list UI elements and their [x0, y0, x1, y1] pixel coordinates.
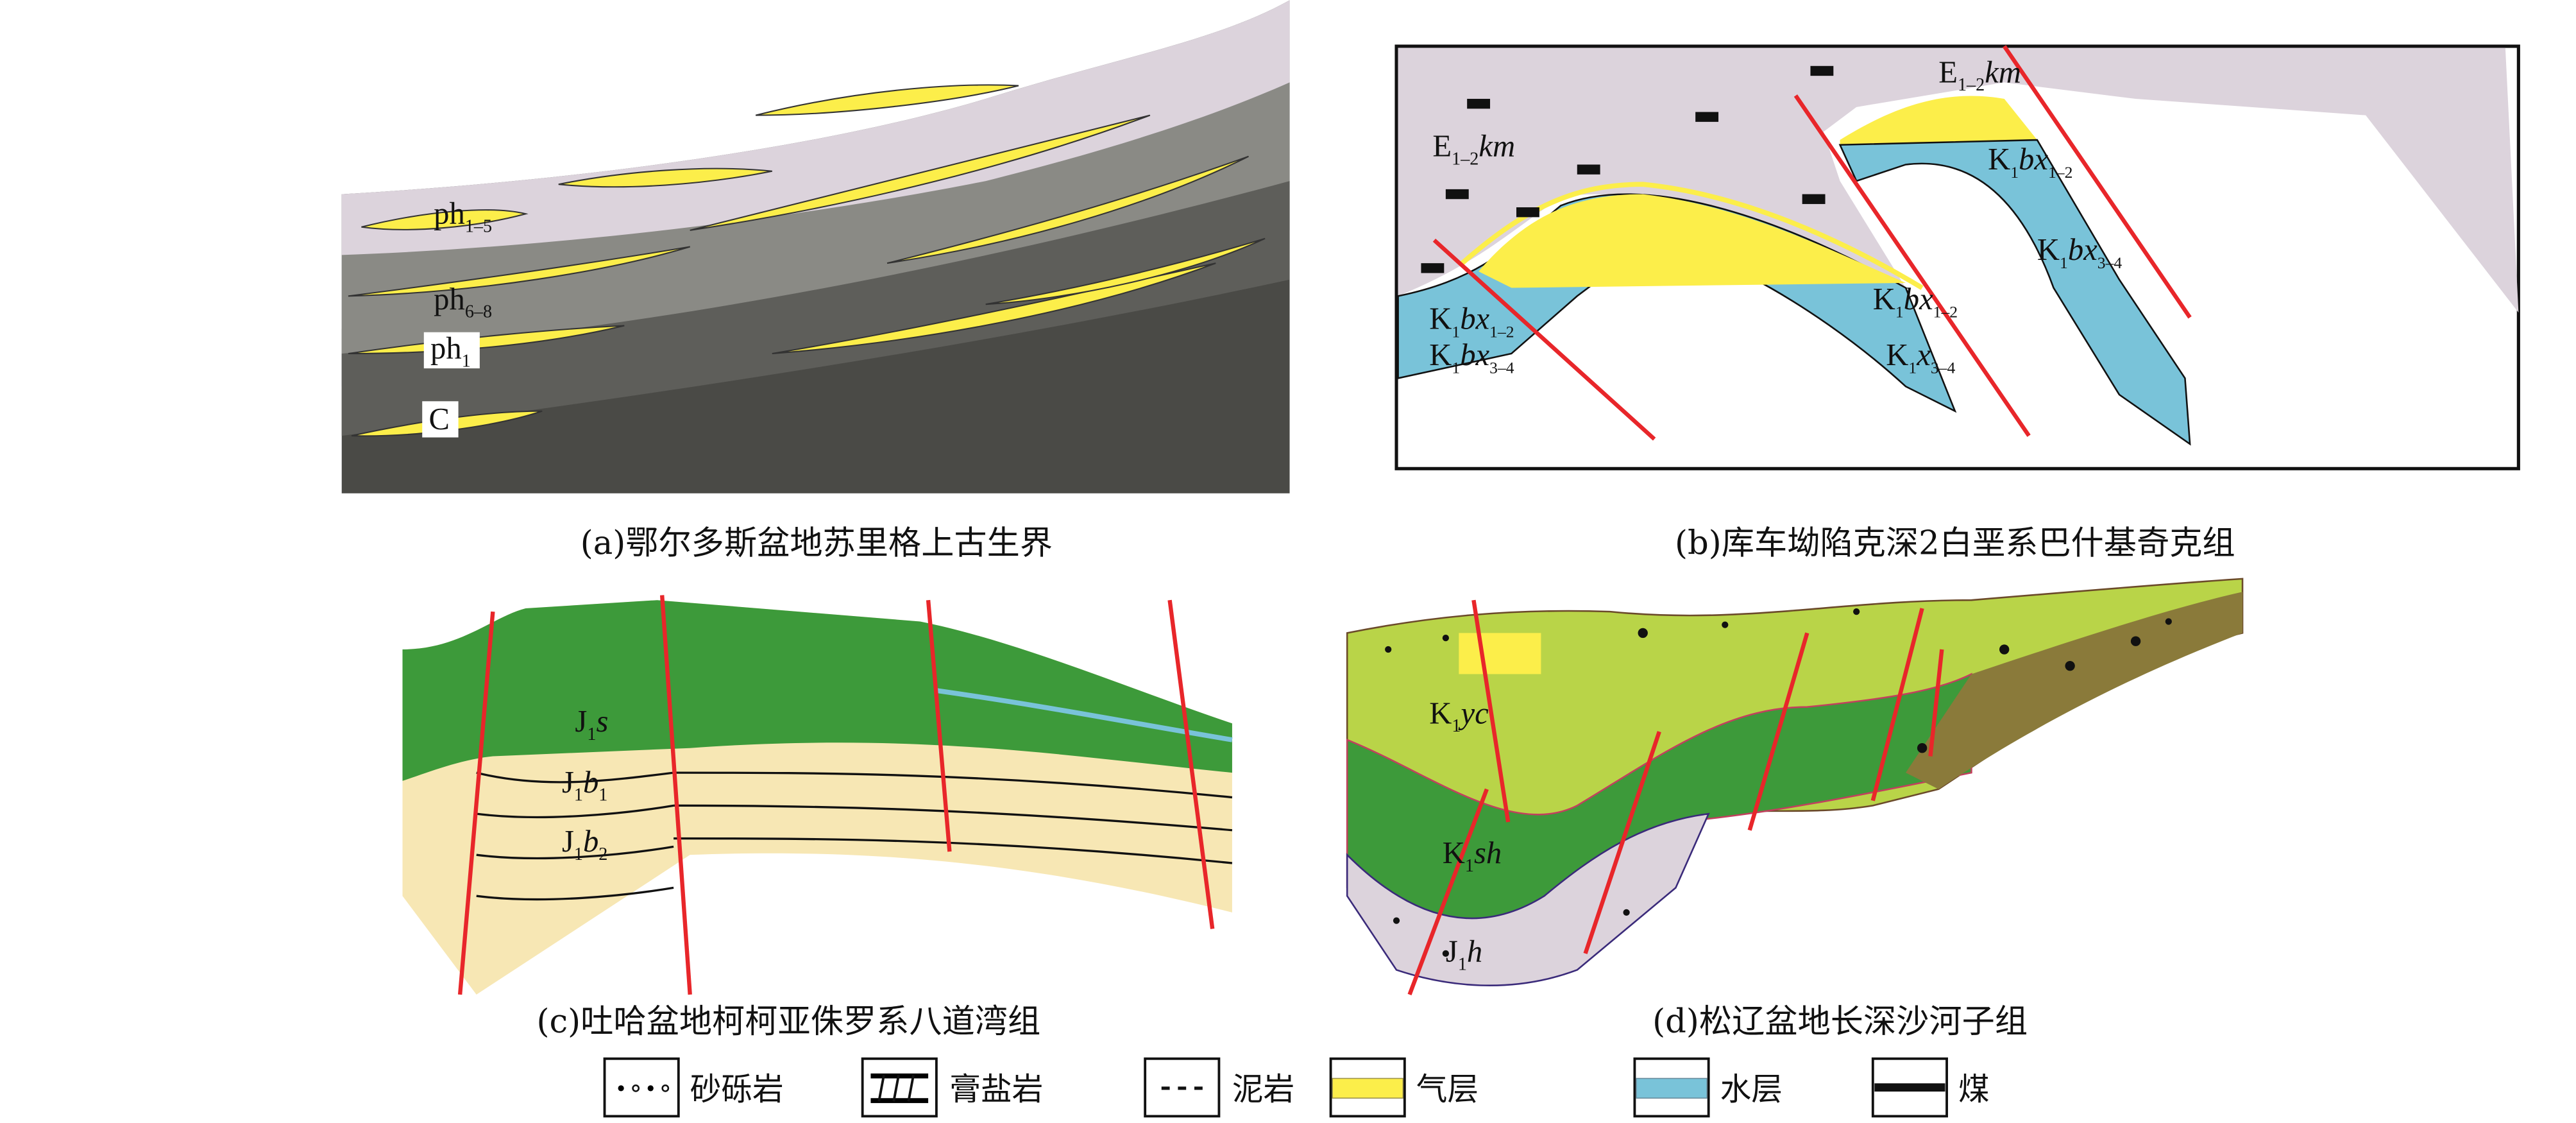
legend-label: 煤 [1958, 1072, 1990, 1108]
legend-label: 泥岩 [1232, 1072, 1294, 1108]
label-k1bx1-2-left: K1bx1–2 [1429, 302, 1514, 341]
legend-item-water: 水层 [1633, 1057, 1783, 1118]
label-ph1-5: ph1–5 [434, 196, 492, 237]
label-e1-2km-right: E1–2km [1938, 55, 2021, 95]
label-k1bx3-4-left: K1bx3–4 [1429, 338, 1514, 377]
label-j1s: J1s [575, 704, 608, 744]
legend: 砂砾岩 膏盐岩 泥岩 气层 水层 煤 [603, 1057, 1990, 1118]
legend-label: 膏盐岩 [949, 1072, 1043, 1108]
label-k1bx3-4-right: K1bx3–4 [2037, 232, 2122, 272]
panel-b-section: E1–2km E1–2km K1bx1–2 K1bx3–4 K1bx1–2 K1… [1394, 44, 2520, 470]
panel-a-section: ph1–5 ph6–8 ph1 C [341, 0, 1290, 493]
label-k1sh: K1sh [1443, 836, 1502, 876]
water-layer-icon [1633, 1057, 1710, 1118]
label-k1bx1-2-mid: K1bx1–2 [1873, 282, 1958, 321]
legend-label: 气层 [1416, 1072, 1479, 1108]
legend-item-mudstone: 泥岩 [1144, 1057, 1294, 1118]
legend-item-gas: 气层 [1329, 1057, 1479, 1118]
legend-label: 砂砾岩 [690, 1072, 784, 1108]
panel-b-caption: (b)库车坳陷克深2白垩系巴什基奇克组 [1675, 524, 2235, 562]
coal-icon [1871, 1057, 1948, 1118]
label-j1b2: J1b2 [562, 824, 607, 864]
label-j1h: J1h [1446, 934, 1482, 975]
legend-item-gypsum: 膏盐岩 [861, 1057, 1043, 1118]
gravel-dots-icon [603, 1057, 680, 1118]
gypsum-salt-symbols [1421, 65, 1834, 273]
label-j1b1: J1b1 [562, 765, 607, 805]
label-k1bx1-2-right: K1bx1–2 [1988, 142, 2072, 182]
panel-c-section: J1s J1b1 J1b2 [402, 595, 1233, 995]
label-k1x3-4-mid: K1x3–4 [1886, 338, 1955, 377]
legend-item-gravel: 砂砾岩 [603, 1057, 784, 1118]
label-k1yc: K1yc [1429, 696, 1489, 736]
gypsum-salt-icon [861, 1057, 938, 1118]
legend-item-coal: 煤 [1871, 1057, 1990, 1118]
label-ph6-8: ph6–8 [434, 282, 492, 322]
panel-d-section: K1yc K1sh J1h [1346, 578, 2244, 996]
label-c: C [428, 402, 449, 436]
panel-d-caption: (d)松辽盆地长深沙河子组 [1652, 1002, 2028, 1041]
label-ph1: ph1 [430, 331, 471, 372]
mudstone-dash-icon [1144, 1057, 1221, 1118]
panel-c-caption: (c)吐哈盆地柯柯亚侏罗系八道湾组 [537, 1002, 1041, 1041]
gas-layer-icon [1329, 1057, 1406, 1118]
legend-label: 水层 [1720, 1072, 1783, 1108]
panel-a-caption: (a)鄂尔多斯盆地苏里格上古生界 [580, 524, 1053, 562]
label-e1-2km-left: E1–2km [1432, 129, 1515, 169]
